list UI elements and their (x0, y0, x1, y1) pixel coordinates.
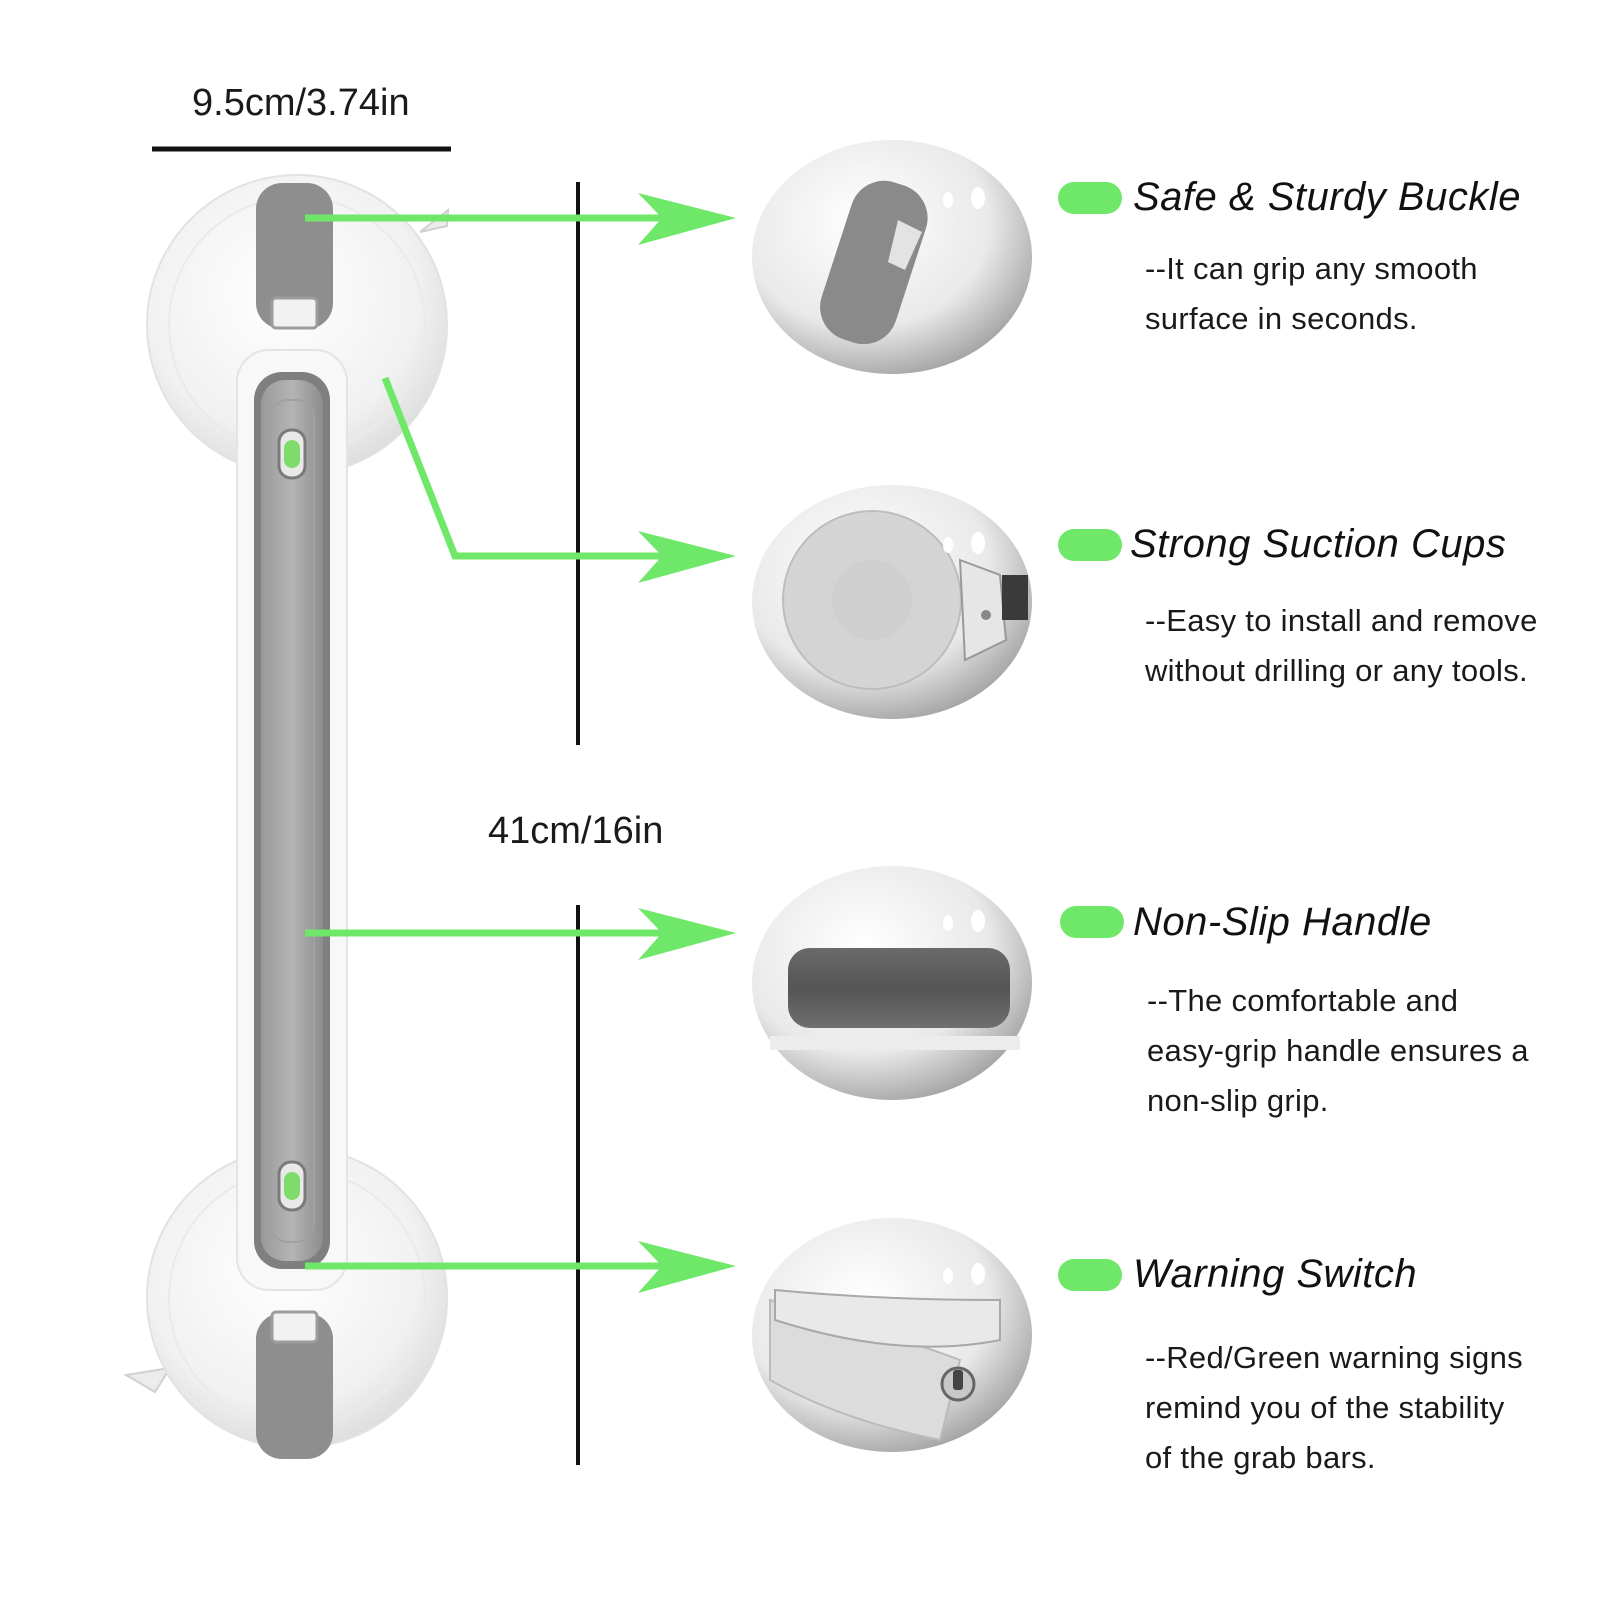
feature-title-suction: Strong Suction Cups (1130, 522, 1507, 566)
bullet-4 (1058, 1259, 1122, 1291)
suction-cup-closeup-icon (752, 485, 1032, 719)
width-label: 9.5cm/3.74in (192, 82, 410, 124)
feature-title-buckle: Safe & Sturdy Buckle (1133, 175, 1521, 219)
bullet-2 (1058, 529, 1122, 561)
bullet-3 (1060, 906, 1124, 938)
handle-body (236, 349, 348, 1291)
callout-arrowheads (638, 193, 736, 1293)
warning-switch-closeup-icon (752, 1218, 1032, 1452)
bottom-suction-cup (123, 1147, 448, 1459)
feature-title-warning: Warning Switch (1133, 1252, 1418, 1296)
feature-desc-buckle: --It can grip any smooth surface in seco… (1145, 251, 1478, 336)
feature-desc-handle: --The comfortable and easy-grip handle e… (1147, 983, 1529, 1118)
feature-title-handle: Non-Slip Handle (1133, 900, 1432, 944)
callout-lines (305, 214, 690, 1270)
bullet-1 (1058, 182, 1122, 214)
buckle-closeup-icon (752, 140, 1032, 374)
length-label: 41cm/16in (488, 810, 664, 852)
feature-desc-suction: --Easy to install and remove without dri… (1145, 603, 1538, 688)
feature-bullets (1058, 182, 1124, 1291)
top-suction-cup (146, 174, 450, 476)
feature-desc-warning: --Red/Green warning signs remind you of … (1145, 1340, 1523, 1475)
handle-closeup-icon (752, 866, 1032, 1100)
